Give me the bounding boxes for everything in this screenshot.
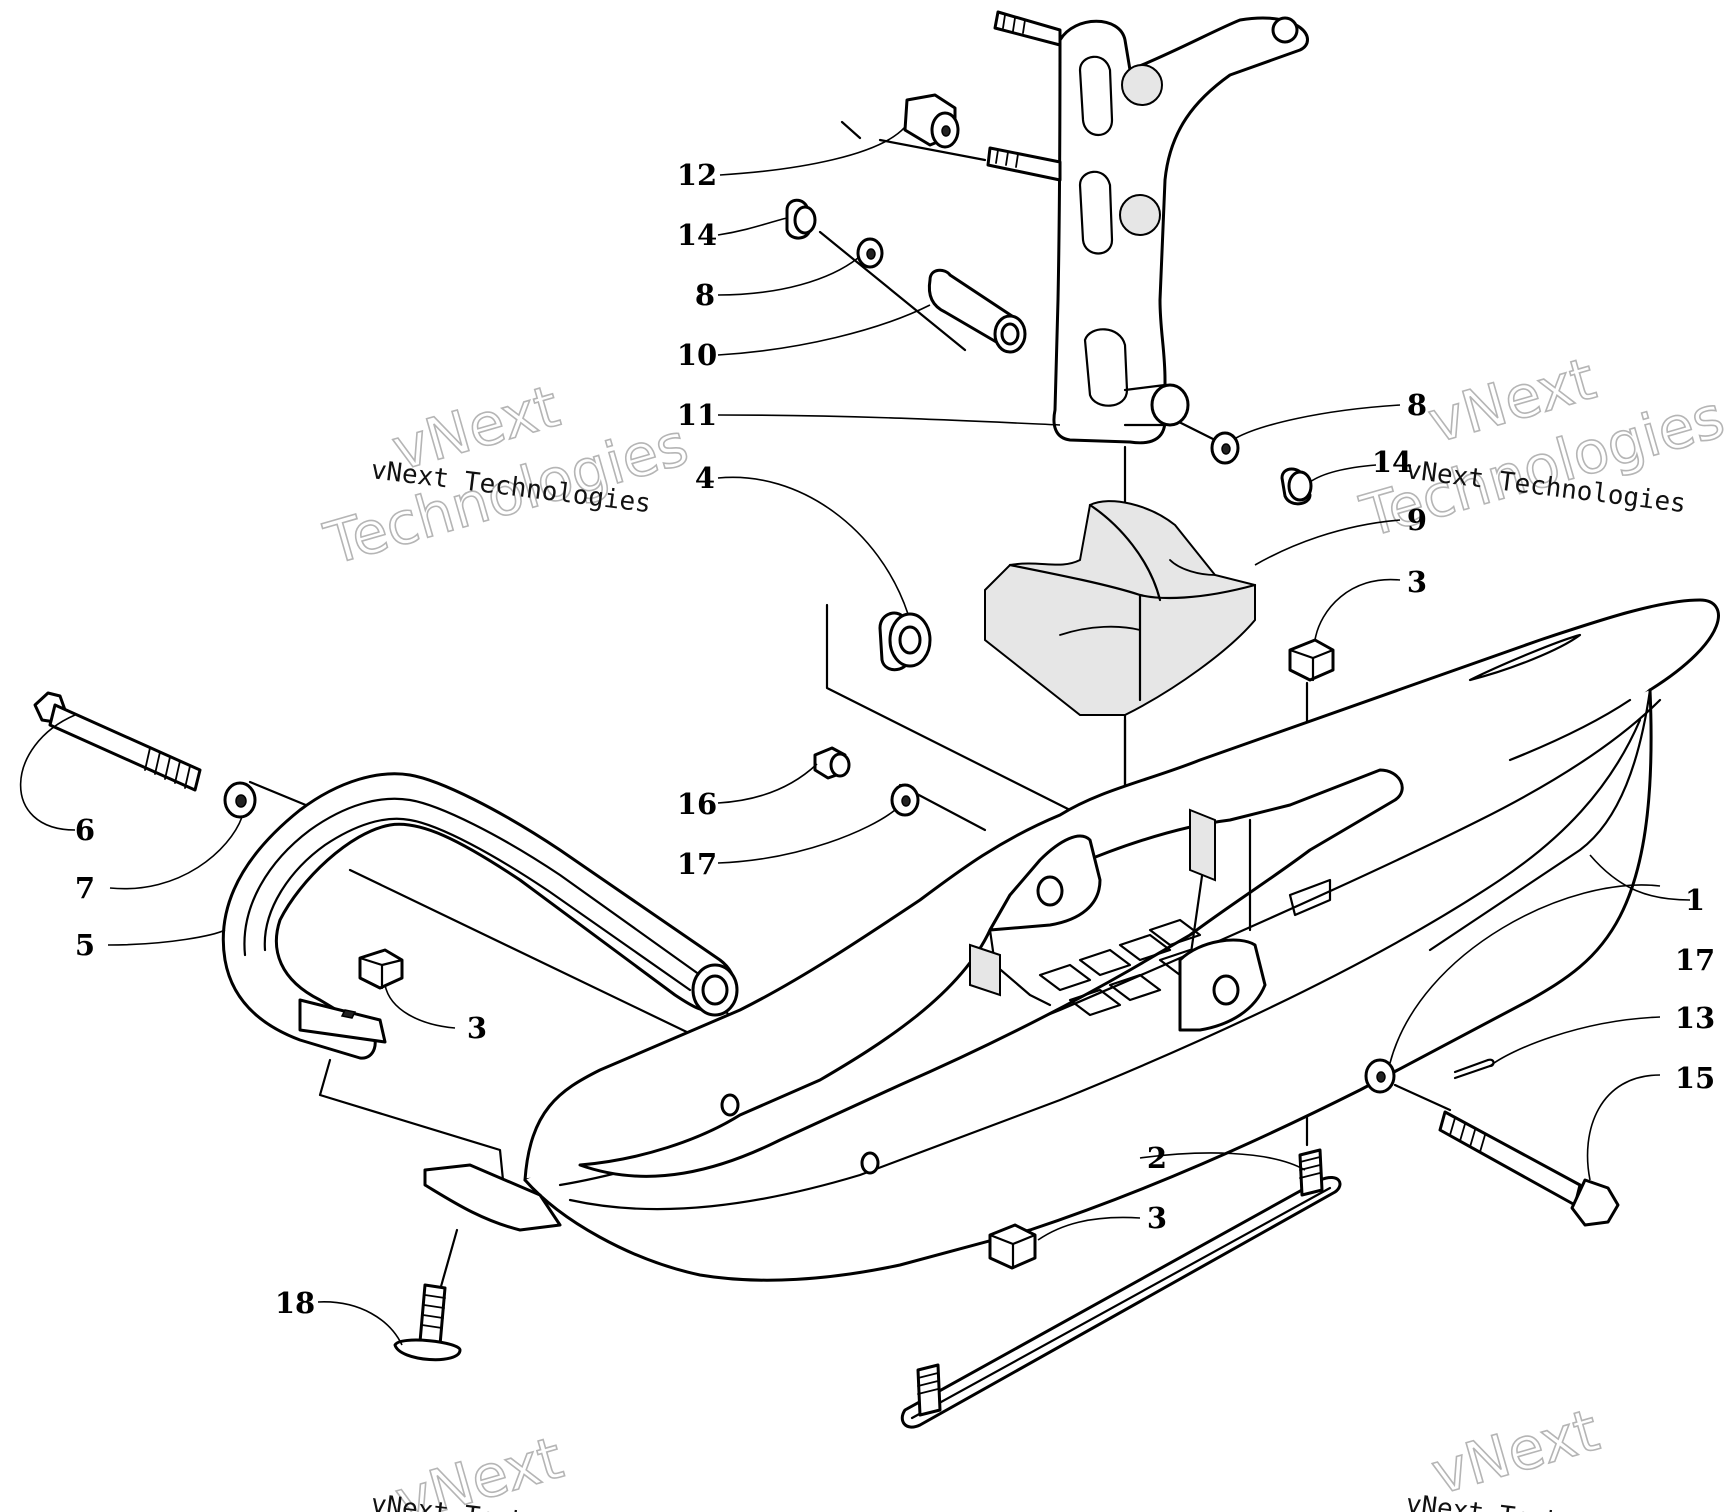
cotter-pin-13 <box>1453 1058 1495 1080</box>
washer-7 <box>223 781 257 819</box>
ski-body-1 <box>423 598 1720 1282</box>
callout-2: 2 <box>1147 1141 1167 1175</box>
washer-8-right <box>1210 431 1240 465</box>
callout-1: 1 <box>1685 883 1705 917</box>
callout-3-handle: 3 <box>467 1011 487 1045</box>
callout-8-right: 8 <box>1407 388 1427 422</box>
callout-3-top: 3 <box>1407 565 1427 599</box>
bolt-6 <box>33 691 202 792</box>
callout-17-right: 17 <box>1675 943 1715 977</box>
bushing-4 <box>878 611 932 671</box>
lock-nut-3-handle <box>358 948 404 990</box>
flange-nut-16 <box>813 746 851 780</box>
callout-3-lower: 3 <box>1147 1201 1167 1235</box>
spacer-14-right <box>1280 467 1313 506</box>
callout-4: 4 <box>695 461 715 495</box>
spacer-14-top <box>785 198 817 240</box>
sleeve-10 <box>927 268 1027 354</box>
watermark-top-left: vNext Technologies <box>316 371 695 579</box>
bolt-15 <box>1438 1110 1620 1227</box>
callout-18: 18 <box>275 1286 315 1320</box>
flange-nut-12 <box>903 93 960 149</box>
callout-11: 11 <box>677 398 717 432</box>
watermark-bottom-right: vNext <box>1424 1395 1607 1509</box>
wear-bar-2 <box>900 1148 1342 1429</box>
callout-5: 5 <box>75 928 95 962</box>
callout-7: 7 <box>75 871 95 905</box>
callout-12: 12 <box>677 158 717 192</box>
damper-block-9 <box>984 500 1257 716</box>
leader-lines <box>19 126 1691 1346</box>
ski-handle-5 <box>221 772 739 1060</box>
callout-14-right: 14 <box>1372 445 1412 479</box>
callout-13: 13 <box>1675 1001 1715 1035</box>
callout-15: 15 <box>1675 1061 1715 1095</box>
washer-17-upper <box>890 783 920 817</box>
callout-16: 16 <box>677 787 717 821</box>
spindle-part <box>986 10 1309 445</box>
callout-14-top: 14 <box>677 218 717 252</box>
callout-8-top: 8 <box>695 278 715 312</box>
callout-6: 6 <box>75 813 95 847</box>
callout-17-upper: 17 <box>677 847 717 881</box>
lock-nut-3-lower <box>988 1223 1037 1270</box>
svg-text:vNext: vNext <box>1424 1396 1606 1508</box>
washer-17-right <box>1364 1058 1396 1094</box>
carbide-screw-18 <box>393 1283 462 1362</box>
callout-labels: 1 2 3 3 3 4 5 6 7 8 8 9 10 11 12 13 14 1… <box>75 158 1715 1320</box>
washer-8-top <box>856 237 884 269</box>
callout-10: 10 <box>677 338 717 372</box>
callout-9: 9 <box>1407 503 1427 537</box>
lock-nut-3-top <box>1288 638 1335 682</box>
